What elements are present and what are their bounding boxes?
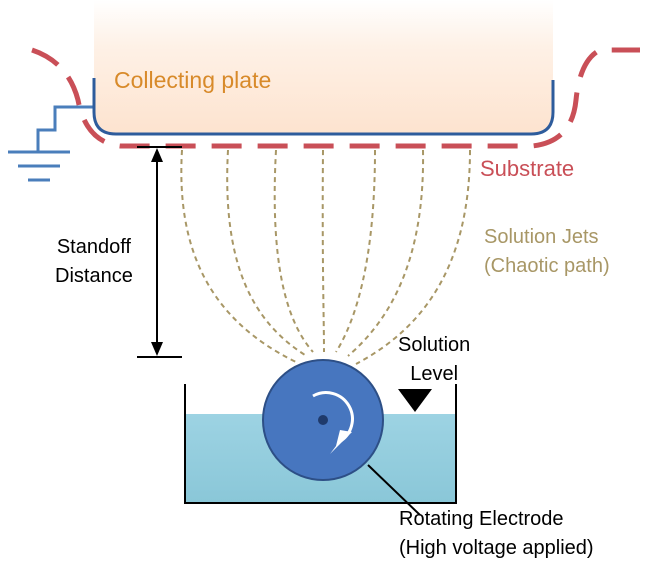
- standoff-arrowhead-up: [151, 148, 163, 162]
- solution-jet-4: [321, 149, 325, 353]
- electrode-leader-line: [367, 464, 421, 516]
- standoff-arrow: [137, 146, 182, 358]
- ground-wire: [36, 105, 95, 152]
- standoff-label-line2: Distance: [55, 265, 133, 287]
- solution-level-triangle-icon: [398, 389, 432, 412]
- solution-jet-5: [335, 149, 376, 353]
- solution-jet-7: [355, 149, 471, 365]
- solution-jets: [180, 149, 471, 365]
- solution-level-label-line1: Solution: [398, 334, 471, 356]
- standoff-label-line1: Standoff: [56, 236, 131, 258]
- solution-jet-3: [273, 149, 314, 353]
- solution-level-label-line2: Level: [410, 363, 459, 385]
- solution-level-label: Solution Level: [398, 331, 470, 389]
- solution-jet-2: [226, 149, 306, 356]
- solution-bath-container: [184, 384, 457, 504]
- rotating-electrode-label: Rotating Electrode (High voltage applied…: [399, 505, 594, 563]
- substrate: [31, 47, 640, 149]
- ground-symbol-icon: [8, 105, 95, 182]
- standoff-arrowhead-down: [151, 342, 163, 356]
- collecting-plate-border: [92, 78, 555, 136]
- electrode-label-line1: Rotating Electrode: [399, 508, 564, 530]
- solution-jet-1: [180, 149, 297, 363]
- substrate-label: Substrate: [480, 156, 575, 181]
- solution-jets-label-line2: (Chaotic path): [484, 255, 610, 277]
- standoff-distance-label: Standoff Distance: [55, 233, 133, 291]
- collecting-plate-label: Collecting plate: [114, 67, 272, 93]
- electrode-axle: [318, 415, 328, 425]
- collecting-plate: [94, 0, 553, 134]
- solution-jet-6: [347, 149, 425, 357]
- solution-jets-label-line1: Solution Jets: [484, 226, 599, 248]
- solution-jets-label: Solution Jets (Chaotic path): [484, 223, 610, 281]
- electrode-label-line2: (High voltage applied): [399, 537, 594, 559]
- rotation-arrow-icon: [312, 391, 354, 454]
